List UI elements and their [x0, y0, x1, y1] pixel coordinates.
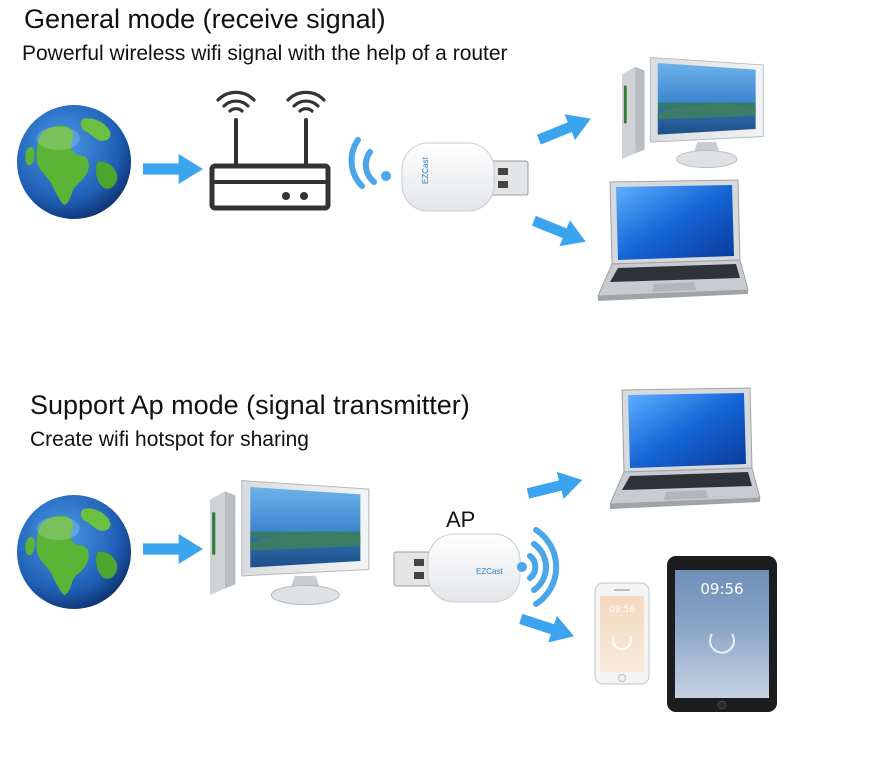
tablet-clock: 09:56: [700, 580, 743, 598]
wifi-icon: [348, 137, 391, 189]
usb-adapter-icon: EZCast: [401, 142, 529, 212]
arrow-icon: [524, 466, 586, 508]
adapter-brand-label: EZCast: [476, 567, 503, 576]
usb-adapter-icon: EZCast: [393, 533, 521, 603]
laptop-icon: [597, 179, 749, 302]
arrow-icon: [533, 105, 597, 153]
arrow-icon: [143, 534, 203, 564]
section1-title: General mode (receive signal): [24, 4, 386, 34]
adapter-brand-label: EZCast: [421, 157, 430, 184]
arrow-icon: [528, 207, 592, 255]
section2-title: Support Ap mode (signal transmitter): [30, 390, 470, 420]
ap-label: AP: [446, 507, 476, 532]
laptop-icon: [609, 387, 761, 510]
smartphone-icon: 09:56: [594, 582, 650, 685]
section2-subtitle: Create wifi hotspot for sharing: [30, 428, 309, 451]
globe-icon: [16, 104, 132, 220]
arrow-icon: [143, 154, 203, 184]
tablet-icon: 09:56: [667, 556, 777, 712]
section1-subtitle: Powerful wireless wifi signal with the h…: [22, 42, 508, 65]
globe-icon: [16, 494, 132, 610]
desktop-computer-icon: [209, 480, 370, 606]
desktop-computer-icon: [621, 56, 764, 169]
router-icon: [209, 90, 331, 211]
arrow-icon: [516, 605, 579, 650]
phone-clock: 09:56: [609, 605, 635, 615]
wifi-icon: [517, 527, 560, 607]
